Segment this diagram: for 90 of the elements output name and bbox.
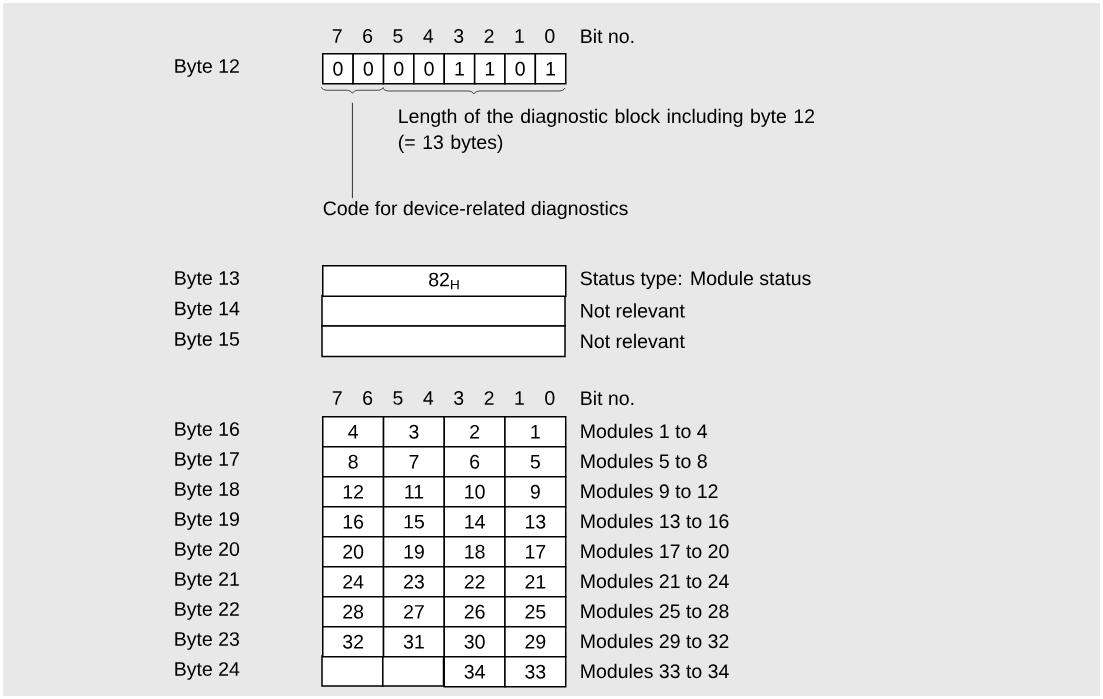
row-label: Byte 15 <box>175 332 240 350</box>
bit-number: 3 <box>454 391 464 405</box>
bit-number: 7 <box>332 391 342 405</box>
bit-number: 3 <box>454 29 464 43</box>
bit-number: 7 <box>332 29 342 43</box>
bit-cell: 1 <box>504 416 567 448</box>
row-label: Byte 24 <box>175 662 240 680</box>
row-label: Byte 16 <box>175 422 239 440</box>
bit-cell: 0 <box>504 53 537 85</box>
bit-number: 6 <box>363 29 373 43</box>
row-label: Byte 17 <box>175 452 239 470</box>
bit-cell: 3 <box>382 416 446 448</box>
bit-cell: 25 <box>504 596 567 628</box>
leader-line <box>352 102 353 199</box>
bit-number: 5 <box>393 29 403 43</box>
value-cell: 82$_{H}$ <box>322 265 567 297</box>
row-label: Byte 23 <box>175 632 239 650</box>
bit-cell: 0 <box>413 53 445 85</box>
bit-cell: 1 <box>534 53 567 85</box>
bit-number: 1 <box>515 391 524 405</box>
bit-cell: 0 <box>352 53 385 85</box>
description: Modules 25 to 28 <box>581 603 729 619</box>
bit-cell: 21 <box>504 566 567 598</box>
description: Modules 13 to 16 <box>581 513 729 529</box>
description: Modules 1 to 4 <box>581 423 708 439</box>
row-label: Byte 20 <box>175 542 240 560</box>
bit-cell: 11 <box>382 476 446 508</box>
bit-number: 4 <box>423 391 434 405</box>
bit-cell: 26 <box>443 596 506 628</box>
bit-cell: 22 <box>443 566 506 598</box>
bit-cell: 30 <box>443 626 506 658</box>
row-label: Byte 18 <box>175 482 239 500</box>
bit-cell: 15 <box>382 506 446 538</box>
callout-text: Code for device-related diagnostics <box>323 200 628 220</box>
bit-cell: 7 <box>382 446 446 478</box>
bit-cell: 31 <box>382 626 446 658</box>
bit-number: 1 <box>515 29 524 43</box>
brace <box>320 86 384 94</box>
column-heading: Bit no. <box>581 390 634 406</box>
bit-cell: 5 <box>504 446 567 478</box>
bit-number: 2 <box>484 391 494 405</box>
description: Not relevant <box>581 333 685 349</box>
bit-number: 6 <box>363 391 373 405</box>
bit-cell: 10 <box>443 476 506 508</box>
bit-cell: 27 <box>382 596 446 628</box>
bit-cell: 18 <box>443 536 506 568</box>
bit-number: 0 <box>545 29 555 43</box>
bit-cell: 32 <box>322 626 385 658</box>
bit-cell: 14 <box>443 506 506 538</box>
bit-cell: 1 <box>443 53 476 85</box>
row-label: Byte 13 <box>175 271 239 289</box>
row-label: Byte 12 <box>175 59 239 77</box>
row-label: Byte 22 <box>175 602 239 620</box>
column-heading: Bit no. <box>581 28 634 44</box>
bit-number: 5 <box>393 391 403 405</box>
description: Modules 29 to 32 <box>581 633 729 649</box>
description: Modules 9 to 12 <box>581 483 718 499</box>
bit-cell: 17 <box>504 536 567 568</box>
bit-number: 4 <box>423 29 434 43</box>
description: Status type: Module status <box>580 270 811 290</box>
description: Modules 33 to 34 <box>581 663 729 679</box>
description: Not relevant <box>581 303 685 318</box>
bit-cell: 29 <box>504 626 567 658</box>
bit-number: 0 <box>545 391 555 405</box>
row-label: Byte 21 <box>175 572 239 590</box>
description: Modules 21 to 24 <box>581 573 729 589</box>
bit-cell: 12 <box>322 476 385 508</box>
bit-cell: 0 <box>322 53 354 85</box>
bit-cell: 24 <box>322 566 385 598</box>
description: Modules 17 to 20 <box>581 543 729 559</box>
description: Modules 5 to 8 <box>581 453 707 469</box>
bit-cell: 28 <box>322 596 385 628</box>
row-label: Byte 19 <box>175 512 239 530</box>
bit-cell: 4 <box>322 416 385 448</box>
bit-cell: 23 <box>382 566 446 598</box>
bit-cell: 33 <box>504 656 567 688</box>
bit-cell: 2 <box>443 416 506 448</box>
bit-cell: 9 <box>504 476 567 508</box>
bit-cell: 20 <box>322 536 385 568</box>
bit-cell: 13 <box>504 506 567 538</box>
bit-cell: 6 <box>443 446 506 478</box>
bit-cell: 0 <box>382 53 415 85</box>
bit-cell: 16 <box>322 506 385 538</box>
bit-cell: 1 <box>473 53 506 85</box>
row-label: Byte 14 <box>175 301 240 320</box>
bit-cell: 19 <box>382 536 446 568</box>
brace-label: Length of the diagnostic block including byte 12 (= 13 bytes) <box>398 108 815 153</box>
bit-cell: 34 <box>443 656 506 688</box>
bit-cell: 8 <box>322 446 385 478</box>
bit-number: 2 <box>484 29 494 43</box>
